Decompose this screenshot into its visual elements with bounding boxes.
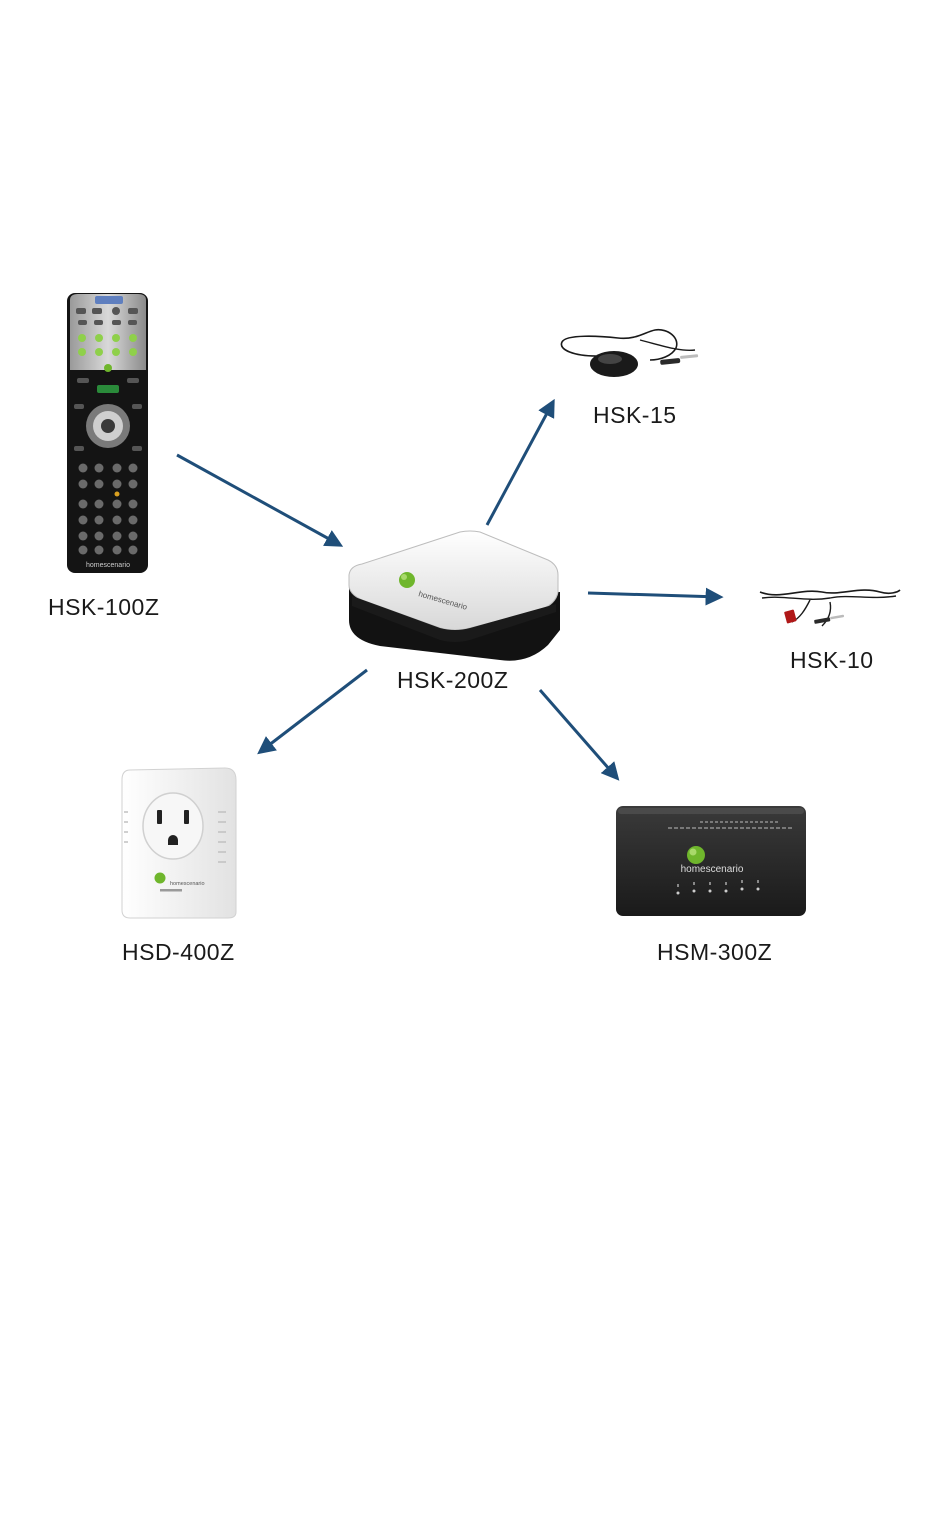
arrow-hub-to-plug	[260, 670, 367, 752]
label-hsk-10: HSK-10	[790, 647, 874, 674]
label-hsk-200z: HSK-200Z	[397, 667, 508, 694]
remote-control-icon: homescenario	[67, 293, 148, 573]
arrow-hub-to-ir-sensor	[487, 402, 553, 525]
label-hsm-300z: HSM-300Z	[657, 939, 772, 966]
control-module-icon: homescenario	[616, 806, 806, 916]
ir-cable-icon	[760, 590, 900, 626]
label-hsk-15: HSK-15	[593, 402, 677, 429]
smart-plug-icon: homescenario	[122, 768, 236, 918]
hub-device-icon: homescenario	[349, 531, 560, 661]
plug-brand-text: homescenario	[170, 881, 205, 887]
arrow-hub-to-module	[540, 690, 617, 778]
label-hsk-100z: HSK-100Z	[48, 594, 159, 621]
module-brand-text: homescenario	[681, 864, 744, 875]
remote-brand-text: homescenario	[86, 562, 130, 569]
label-hsd-400z: HSD-400Z	[122, 939, 235, 966]
arrow-hub-to-ir-cable	[588, 593, 720, 597]
arrow-remote-to-hub	[177, 455, 340, 545]
ir-sensor-icon	[561, 330, 698, 377]
